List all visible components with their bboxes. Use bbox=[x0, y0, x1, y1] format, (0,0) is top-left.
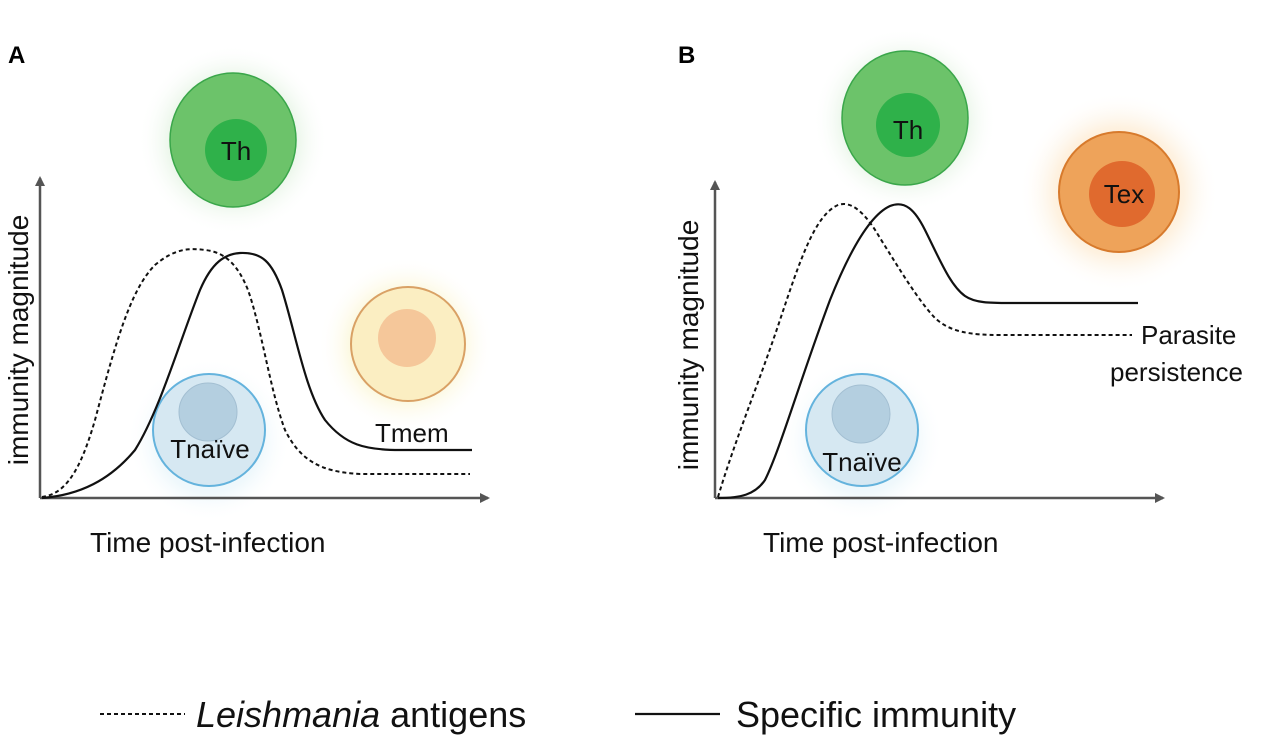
th-cell-nucleus bbox=[876, 93, 940, 157]
antigen-curve-a bbox=[41, 248, 470, 498]
legend-antigen-italic: Leishmania bbox=[196, 694, 380, 735]
th-cell-a: Th bbox=[138, 45, 328, 235]
annotation-line-2: persistence bbox=[1110, 357, 1243, 387]
panel-b-letter: B bbox=[678, 42, 695, 69]
mem-cell-nucleus bbox=[378, 309, 436, 367]
th-cell-nucleus bbox=[205, 119, 267, 181]
panel-b: B Th Tex Tnaïve immunity magnitude Time … bbox=[673, 28, 1243, 558]
panel-a-letter: A bbox=[8, 42, 25, 69]
antigen-curve-b bbox=[717, 203, 1132, 498]
legend-antigen-label: Leishmania antigens bbox=[196, 694, 526, 735]
naive-cell-label: Tnaïve bbox=[170, 434, 250, 464]
immunity-curve-a bbox=[41, 251, 472, 500]
legend: Leishmania antigens Specific immunity bbox=[100, 694, 1016, 735]
annotation-line-1: Parasite bbox=[1141, 320, 1236, 350]
immunity-curve-b bbox=[717, 203, 1138, 500]
naive-cell-label: Tnaïve bbox=[822, 447, 902, 477]
th-cell-label: Th bbox=[893, 115, 923, 145]
mem-cell-a bbox=[318, 257, 494, 433]
x-axis-label-b: Time post-infection bbox=[763, 527, 999, 558]
mem-cell-label: Tmem bbox=[375, 418, 449, 448]
x-axis-label-a: Time post-infection bbox=[90, 527, 326, 558]
naive-cell-nucleus bbox=[178, 382, 238, 442]
y-axis-label-b: immunity magnitude bbox=[673, 220, 704, 471]
ex-cell-b: Tex bbox=[1019, 92, 1219, 292]
legend-immunity-label: Specific immunity bbox=[736, 694, 1016, 735]
naive-cell-b: Tnaïve bbox=[780, 358, 944, 522]
ex-cell-nucleus bbox=[1089, 161, 1155, 227]
y-axis-label-a: immunity magnitude bbox=[3, 215, 34, 466]
ex-cell-label: Tex bbox=[1104, 179, 1144, 209]
naive-cell-a: Tnaïve bbox=[127, 358, 291, 522]
naive-cell-nucleus bbox=[831, 384, 891, 444]
panel-a: A Th Tnaïve Tmem immunity magnitude Time… bbox=[3, 42, 494, 558]
th-cell-label: Th bbox=[221, 136, 251, 166]
th-cell-b: Th bbox=[813, 28, 997, 212]
legend-antigen-rest: antigens bbox=[380, 694, 526, 735]
